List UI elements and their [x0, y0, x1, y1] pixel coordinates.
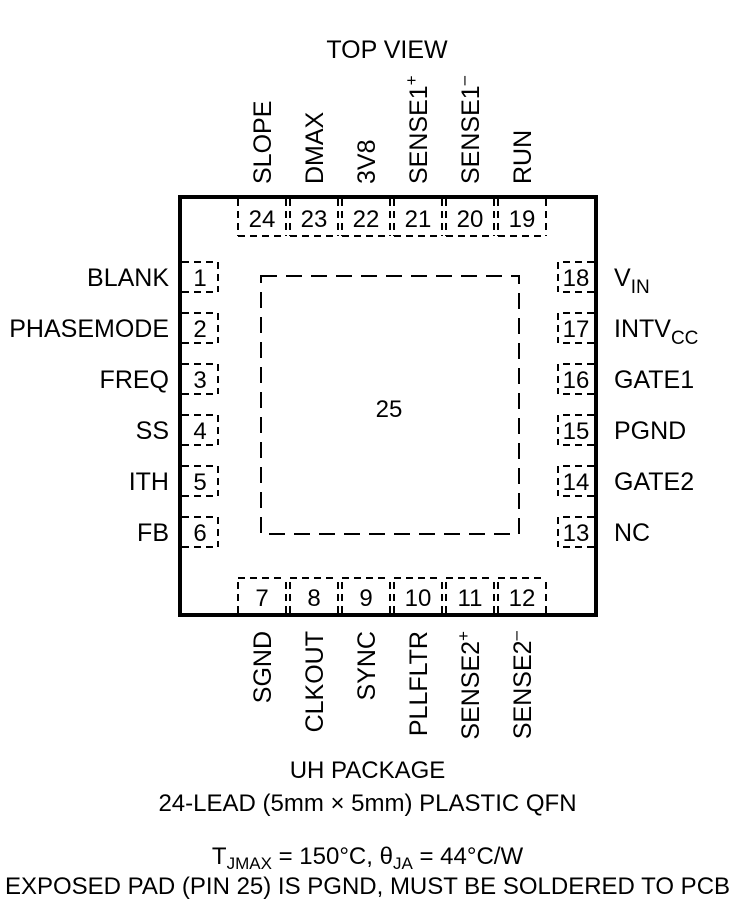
pin-label-run: RUN [509, 130, 537, 184]
pin-label-v: VIN [614, 264, 650, 298]
pin-number-1: 1 [193, 265, 206, 292]
pin-number-18: 18 [563, 265, 590, 292]
pin-label-nc: NC [614, 519, 650, 547]
pin-label-pllfltr: PLLFLTR [405, 631, 433, 736]
pin-number-6: 6 [193, 520, 206, 547]
pin-label-blank: BLANK [87, 264, 169, 292]
pin-number-22: 22 [353, 206, 380, 233]
pin-label-sense1-minus: SENSE1– [454, 75, 485, 184]
pin-number-15: 15 [563, 418, 590, 445]
pin-number-2: 2 [193, 316, 206, 343]
theta-subscript: JA [392, 854, 413, 873]
pin-number-16: 16 [563, 367, 590, 394]
pin-label-sense2-minus: SENSE2– [506, 630, 537, 739]
tjmax-symbol: T [211, 843, 227, 870]
pin-label-slope: SLOPE [249, 101, 277, 184]
pins-layer: 1 BLANK 2 PHASEMODE 3 FREQ 4 SS 5 ITH 6 FB 18 VIN 17 IN… [9, 75, 698, 739]
pin-label-sense1-plus: SENSE1+ [402, 75, 433, 184]
pin-number-21: 21 [405, 206, 432, 233]
pin-label-fb: FB [137, 519, 169, 547]
pin-number-8: 8 [307, 585, 320, 612]
pin-label-ith: ITH [129, 468, 169, 496]
pin-label-sense2-plus: SENSE2+ [454, 631, 485, 740]
thermal-specs: TJMAX = 150°C, θJA = 44°C/W [0, 842, 735, 879]
pin-label-clkout: CLKOUT [301, 631, 329, 732]
package-description: 24-LEAD (5mm × 5mm) PLASTIC QFN [158, 790, 577, 817]
pin-number-11: 11 [458, 585, 483, 612]
pin-number-17: 17 [563, 316, 590, 343]
pin-number-7: 7 [255, 585, 268, 612]
diagram-title: TOP VIEW [326, 36, 448, 64]
package-name: UH PACKAGE [289, 757, 446, 784]
pin-label-freq: FREQ [100, 366, 169, 394]
pin-label-dmax: DMAX [301, 111, 329, 184]
pin-label-phasemode: PHASEMODE [9, 315, 169, 343]
pin-number-23: 23 [301, 206, 328, 233]
pin-number-19: 19 [509, 206, 536, 233]
pin-number-9: 9 [359, 585, 372, 612]
pin-label-pgnd: PGND [614, 417, 686, 445]
tjmax-subscript: JMAX [226, 854, 272, 873]
theta-symbol: θ [379, 843, 393, 870]
pin-number-3: 3 [193, 367, 206, 394]
pin-label-sgnd: SGND [249, 631, 277, 703]
pin-number-10: 10 [405, 585, 432, 612]
package-outline [178, 195, 598, 617]
pin-label-intv: INTVCC [614, 315, 698, 349]
pin-label-sync: SYNC [353, 631, 381, 700]
pin-number-12: 12 [509, 585, 536, 612]
pin-label-gate1: GATE1 [614, 366, 694, 394]
tjmax-value: = 150°C, [271, 843, 380, 870]
pin-label-gate2: GATE2 [614, 468, 694, 496]
pin-number-13: 13 [563, 520, 590, 547]
pin-number-20: 20 [457, 206, 484, 233]
pin-number-24: 24 [249, 206, 276, 233]
exposed-pad-number: 25 [376, 396, 403, 423]
pin-label-3v8: 3V8 [353, 140, 381, 184]
exposed-pad-note: EXPOSED PAD (PIN 25) IS PGND, MUST BE SO… [4, 873, 731, 900]
pin-number-4: 4 [193, 418, 206, 445]
pin-label-ss: SS [136, 417, 169, 445]
exposed-pad-outline [260, 275, 520, 535]
pin-number-5: 5 [193, 469, 206, 496]
pin-number-14: 14 [563, 469, 590, 496]
theta-value: = 44°C/W [412, 843, 524, 870]
